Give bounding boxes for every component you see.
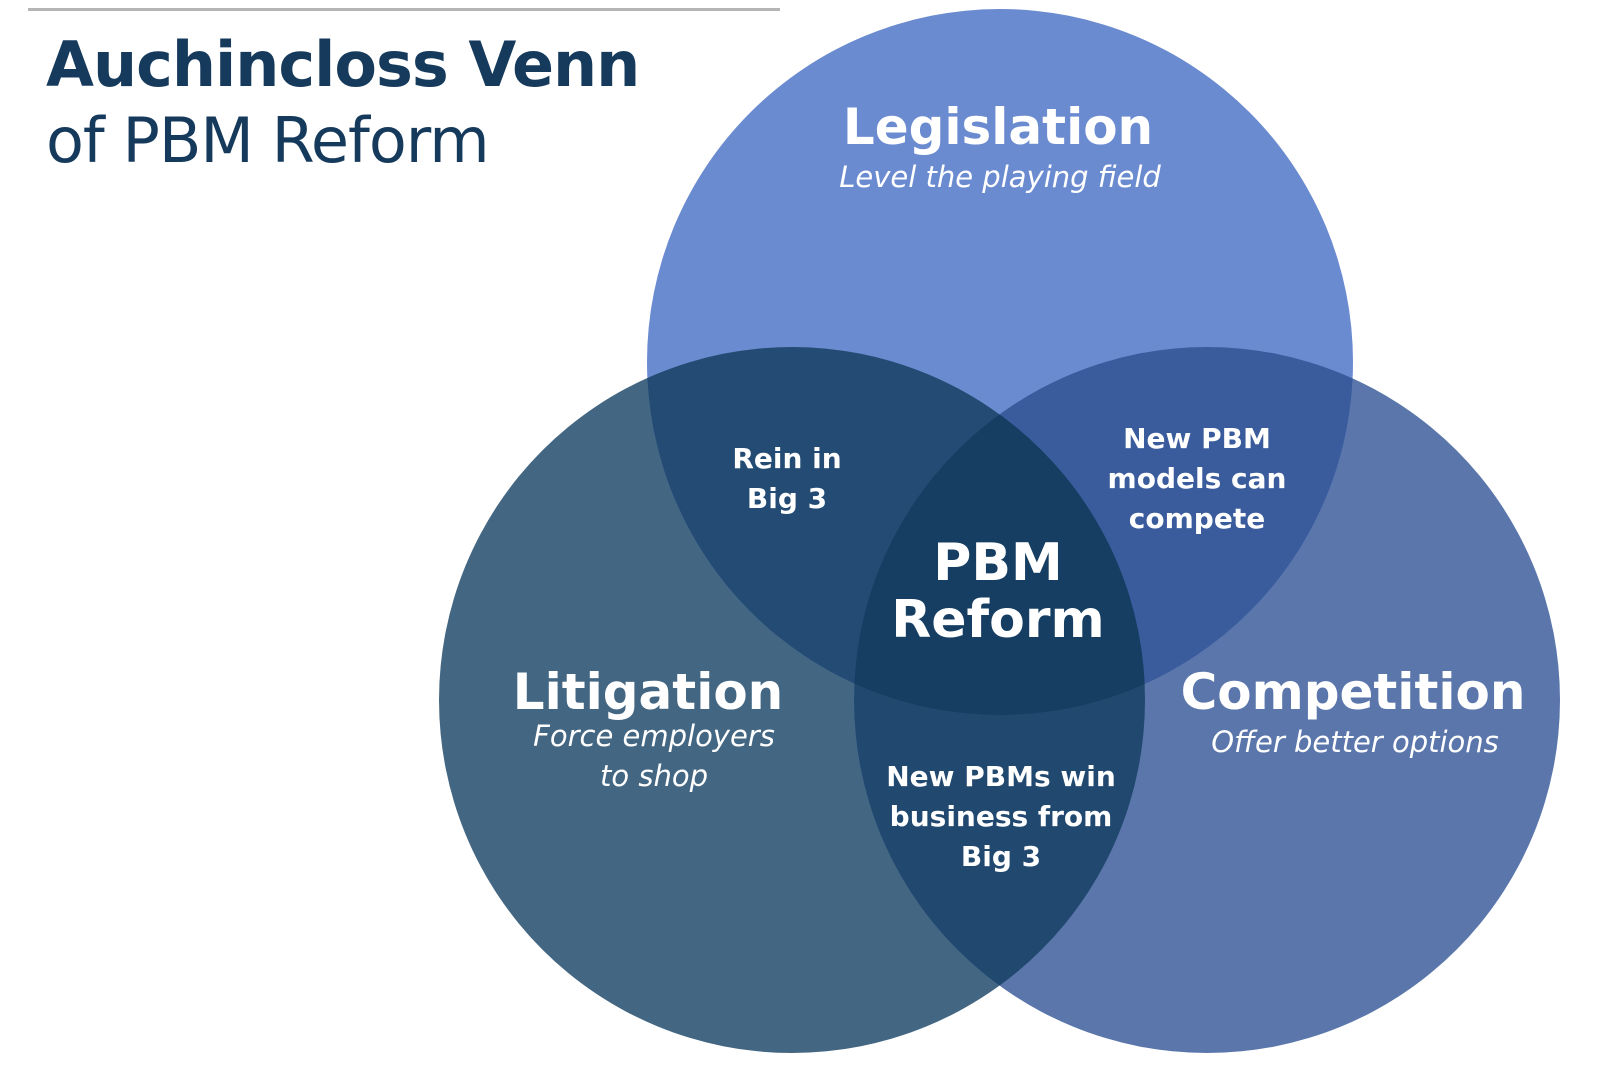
top-divider (28, 8, 780, 11)
page-title: Auchincloss Venn of PBM Reform (46, 28, 640, 177)
center-label-line-2: Reform (891, 590, 1104, 650)
title-line-2: of PBM Reform (46, 104, 490, 177)
rein-in-label-line-1: Rein in (732, 442, 841, 475)
new-pbms-win-label-line-3: Big 3 (961, 840, 1041, 873)
litigation-tagline-line-1: Force employers (533, 719, 775, 753)
litigation-label: Litigation (513, 663, 784, 721)
new-pbm-models-label-line-3: compete (1129, 502, 1265, 535)
competition-label: Competition (1181, 663, 1526, 721)
legislation-tagline: Level the playing field (839, 160, 1161, 194)
competition-tagline: Offer better options (1211, 725, 1499, 759)
center-overlap (854, 347, 1145, 715)
legislation-label: Legislation (843, 98, 1153, 156)
center-label-line-1: PBM (933, 533, 1063, 593)
rein-in-label-line-2: Big 3 (747, 482, 827, 515)
new-pbms-win-label-line-1: New PBMs win (886, 760, 1116, 793)
new-pbm-models-label-line-1: New PBM (1123, 422, 1271, 455)
new-pbms-win-label-line-2: business from (890, 800, 1113, 833)
litigation-tagline-line-2: to shop (600, 759, 708, 793)
new-pbm-models-label-line-2: models can (1108, 462, 1287, 495)
title-line-1: Auchincloss Venn (46, 28, 640, 101)
